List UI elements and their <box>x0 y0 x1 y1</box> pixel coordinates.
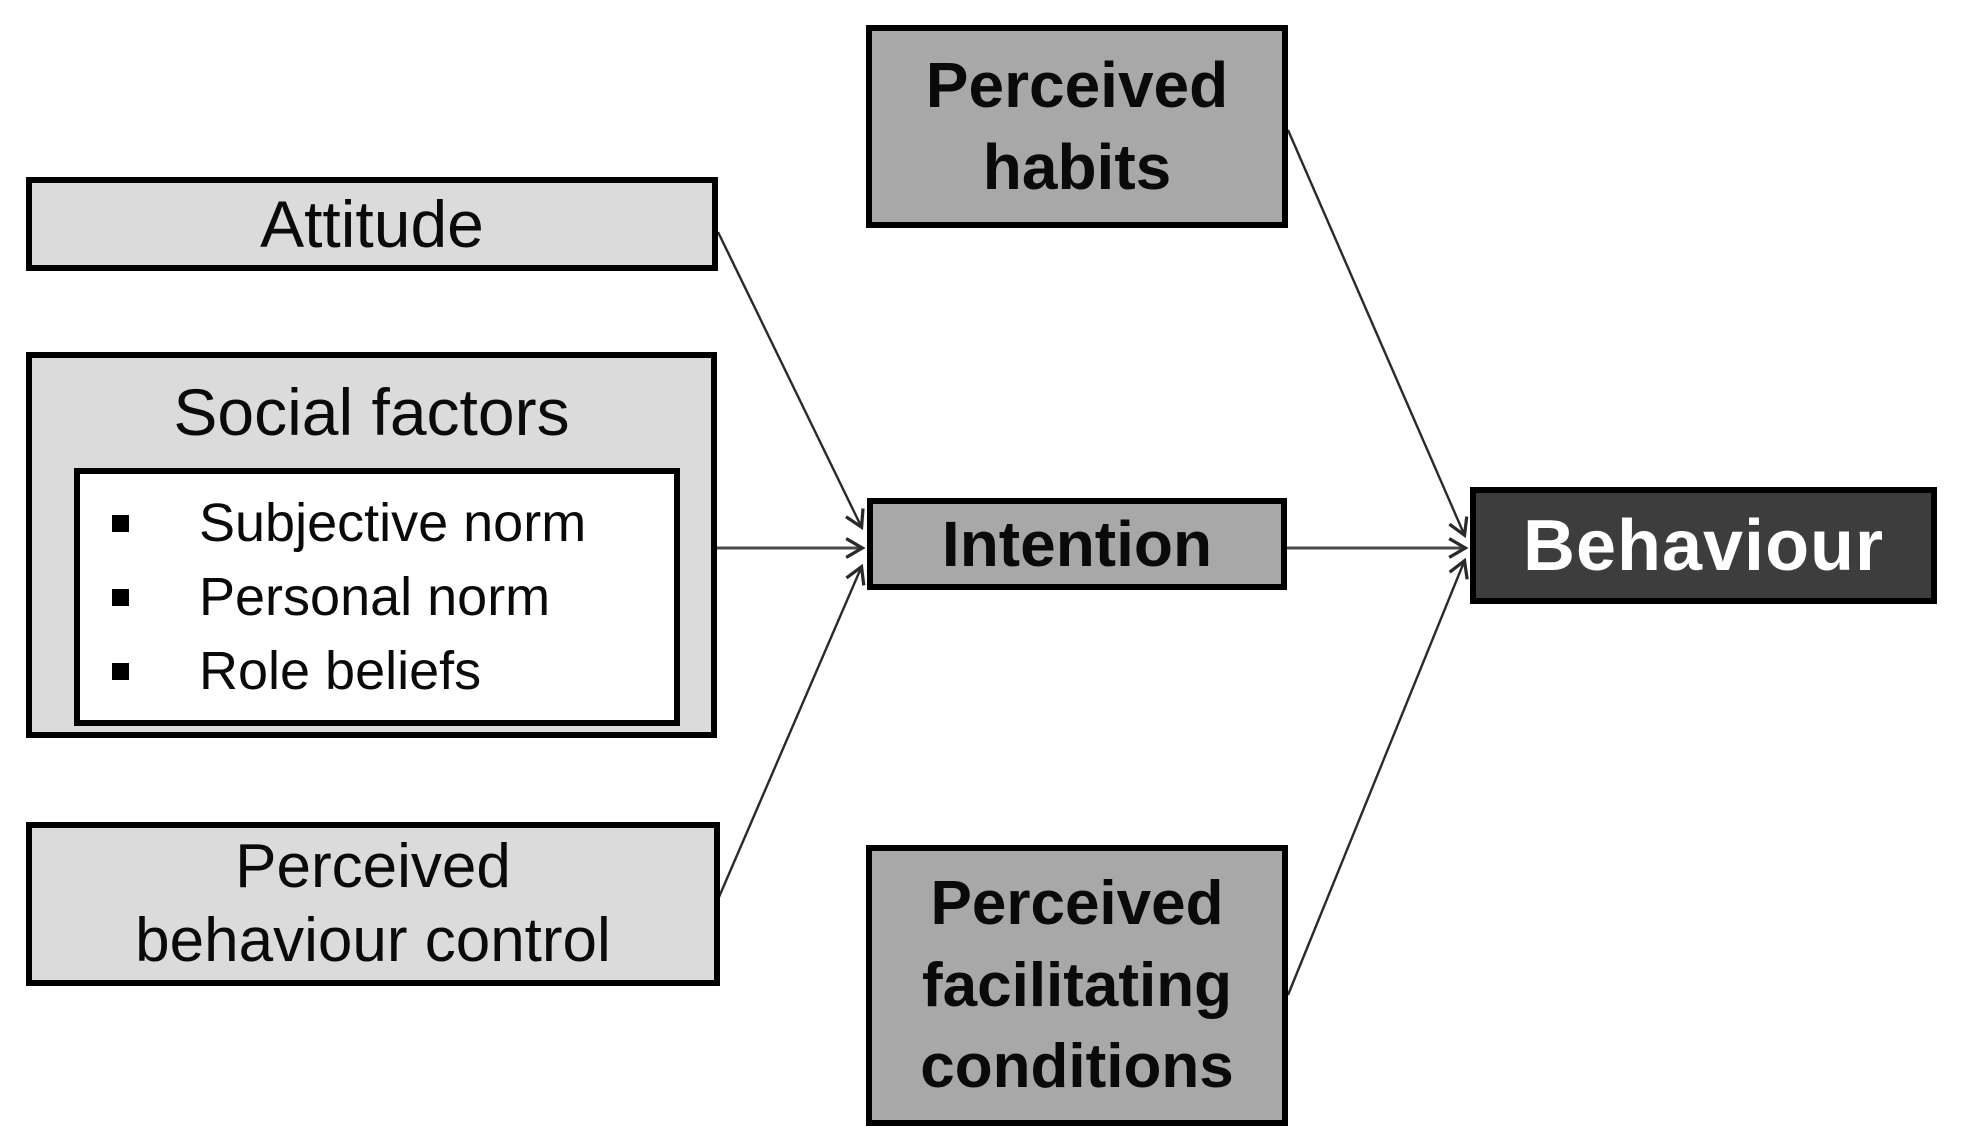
node-behaviour: Behaviour <box>1470 487 1937 604</box>
perceived-habits-label-line2: habits <box>982 130 1172 203</box>
node-intention: Intention <box>867 498 1287 590</box>
bullet-square-icon <box>112 514 129 532</box>
pfc-label-line2: facilitating <box>921 950 1233 1020</box>
node-perceived-habits: Perceived habits <box>866 25 1288 228</box>
arrow-perceived-facilitating-conditions-to-behaviour <box>1286 557 1469 996</box>
pbc-label-line1: Perceived <box>235 831 511 901</box>
arrow-perceived-habits-to-behaviour <box>1286 129 1469 539</box>
list-item: Role beliefs <box>112 634 674 708</box>
bullet-square-icon <box>112 588 129 606</box>
list-item-label: Role beliefs <box>199 641 482 701</box>
arrow-attitude-to-intention <box>716 231 865 531</box>
pfc-label-line3: conditions <box>920 1032 1234 1102</box>
list-item-label: Subjective norm <box>199 493 587 553</box>
pbc-label-line2: behaviour control <box>135 906 611 975</box>
list-item: Subjective norm <box>112 486 674 560</box>
attitude-label: Attitude <box>260 187 484 261</box>
list-item: Personal norm <box>112 560 674 634</box>
intention-label: Intention <box>941 508 1213 580</box>
list-item-label: Personal norm <box>199 567 551 627</box>
arrow-perceived-behaviour-control-to-intention <box>717 563 866 898</box>
node-perceived-facilitating-conditions: Perceived facilitating conditions <box>866 845 1288 1126</box>
behaviour-label: Behaviour <box>1522 505 1885 586</box>
pfc-label-line1: Perceived <box>930 868 1224 938</box>
perceived-habits-label-line1: Perceived <box>925 48 1229 121</box>
node-perceived-behaviour-control: Perceived behaviour control <box>26 822 720 986</box>
social-factors-sublist: Subjective norm Personal norm Role belie… <box>74 468 680 726</box>
social-factors-title: Social factors <box>173 375 570 449</box>
node-attitude: Attitude <box>26 177 718 271</box>
node-social-factors: Social factors Subjective norm Personal … <box>26 352 717 738</box>
bullet-square-icon <box>112 662 129 680</box>
